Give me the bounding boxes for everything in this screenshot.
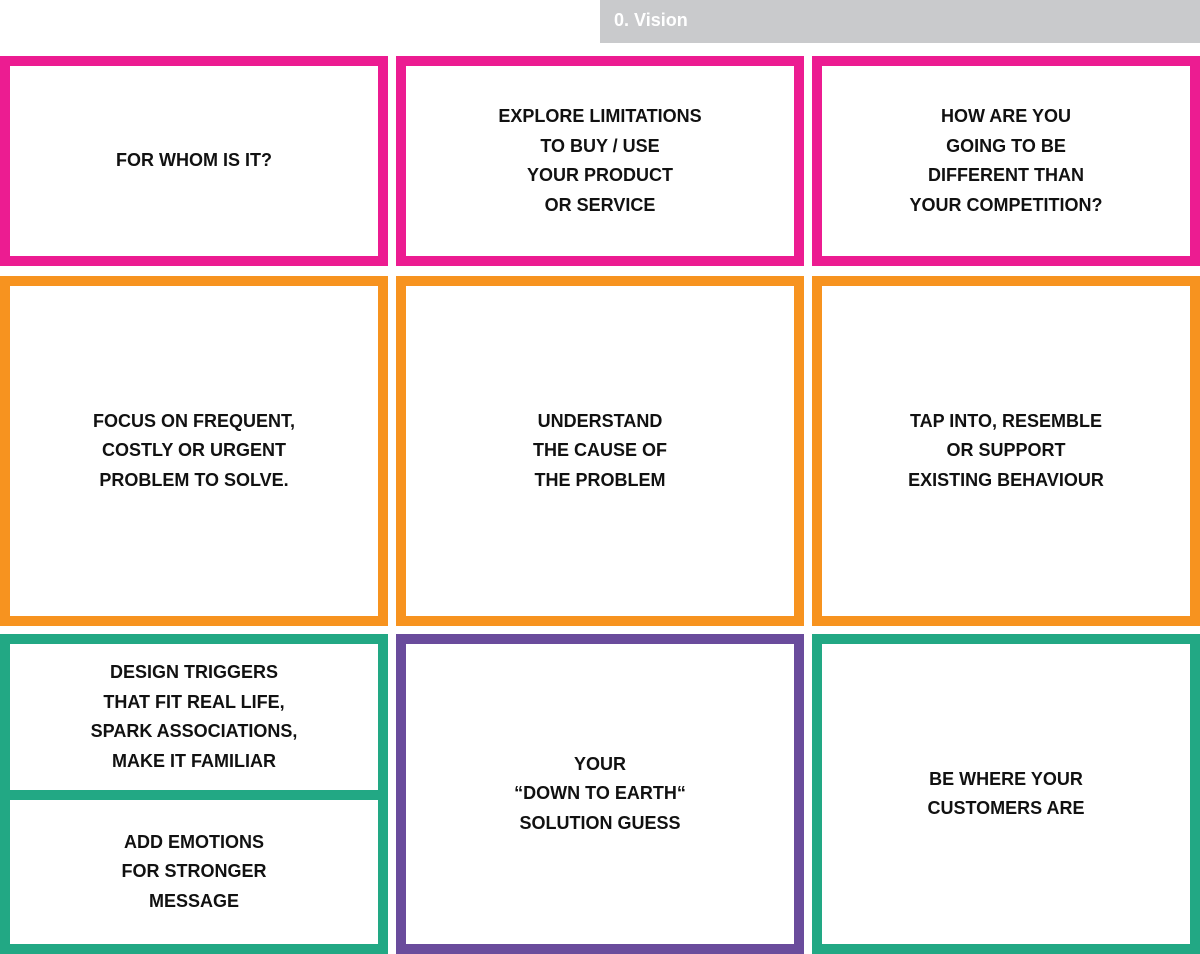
card-solution-guess: YOUR “DOWN TO EARTH“ SOLUTION GUESS (396, 634, 804, 954)
section-title: 0. Vision (600, 0, 1200, 43)
card-for-whom: FOR WHOM IS IT? (0, 56, 388, 266)
card-add-emotions: ADD EMOTIONS FOR STRONGER MESSAGE (0, 790, 388, 954)
card-customers: BE WHERE YOUR CUSTOMERS ARE (812, 634, 1200, 954)
card-problem-focus: FOCUS ON FREQUENT, COSTLY OR URGENT PROB… (0, 276, 388, 626)
card-problem-cause: UNDERSTAND THE CAUSE OF THE PROBLEM (396, 276, 804, 626)
card-existing-behaviour: TAP INTO, RESEMBLE OR SUPPORT EXISTING B… (812, 276, 1200, 626)
card-limitations: EXPLORE LIMITATIONS TO BUY / USE YOUR PR… (396, 56, 804, 266)
card-design-triggers: DESIGN TRIGGERS THAT FIT REAL LIFE, SPAR… (0, 634, 388, 800)
card-competition: HOW ARE YOU GOING TO BE DIFFERENT THAN Y… (812, 56, 1200, 266)
